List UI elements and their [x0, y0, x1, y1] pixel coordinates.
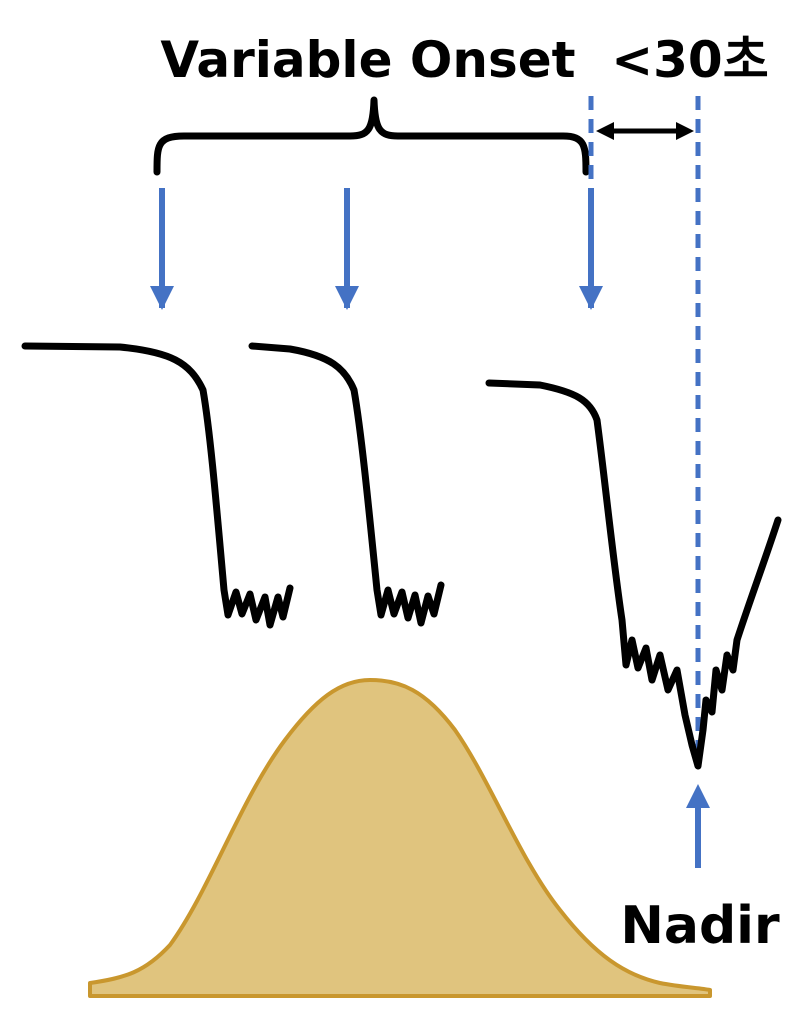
onset-arrowhead-2	[335, 286, 359, 310]
interval-double-arrow	[596, 122, 694, 140]
onset-arrows	[150, 188, 603, 310]
fhr-trace-2	[248, 342, 445, 627]
fhr-trace-3	[485, 379, 782, 770]
variable-onset-label: Variable Onset	[160, 31, 575, 89]
onset-arrowhead-1	[150, 286, 174, 310]
onset-arrowhead-3	[579, 286, 603, 310]
nadir-label: Nadir	[620, 896, 780, 956]
fhr-trace-1	[21, 342, 294, 629]
nadir-arrowhead	[686, 784, 710, 808]
uterine-contraction-curve	[88, 678, 712, 998]
interval-label: <30초	[611, 31, 768, 89]
onset-brace	[153, 96, 590, 176]
